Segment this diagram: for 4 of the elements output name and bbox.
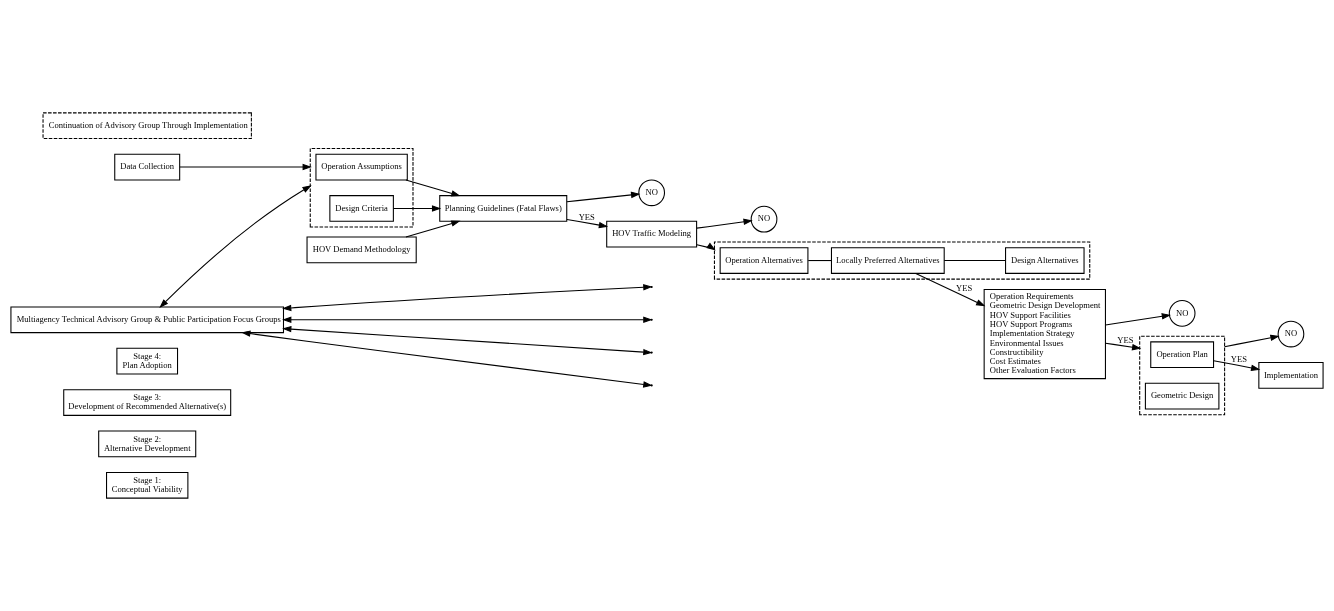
edge-label: YES (1230, 354, 1247, 365)
edge-label: YES (578, 212, 595, 223)
edge-label: YES (1117, 335, 1134, 346)
edge-label: YES (956, 282, 973, 293)
